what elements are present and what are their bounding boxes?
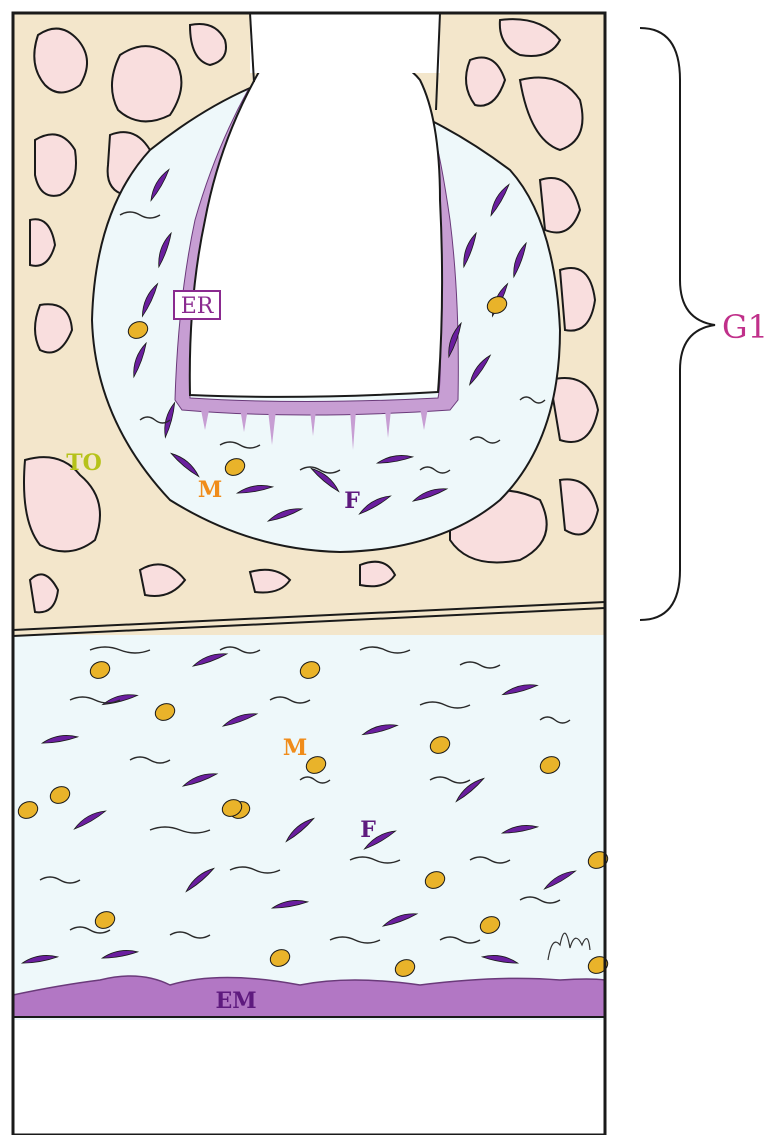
marrow-space	[112, 46, 181, 121]
er-label: ER	[181, 294, 215, 319]
f-label-upper: F	[344, 488, 360, 514]
g1-brace	[640, 28, 715, 620]
marrow-space	[35, 134, 76, 195]
m-label-lower: M	[283, 735, 307, 761]
tooth-neck	[250, 13, 440, 73]
m-label-upper: M	[198, 477, 222, 503]
em-label: EM	[215, 988, 256, 1014]
f-label-lower: F	[360, 817, 376, 843]
to-label: TO	[66, 450, 102, 476]
g1-label: G1	[722, 308, 768, 346]
